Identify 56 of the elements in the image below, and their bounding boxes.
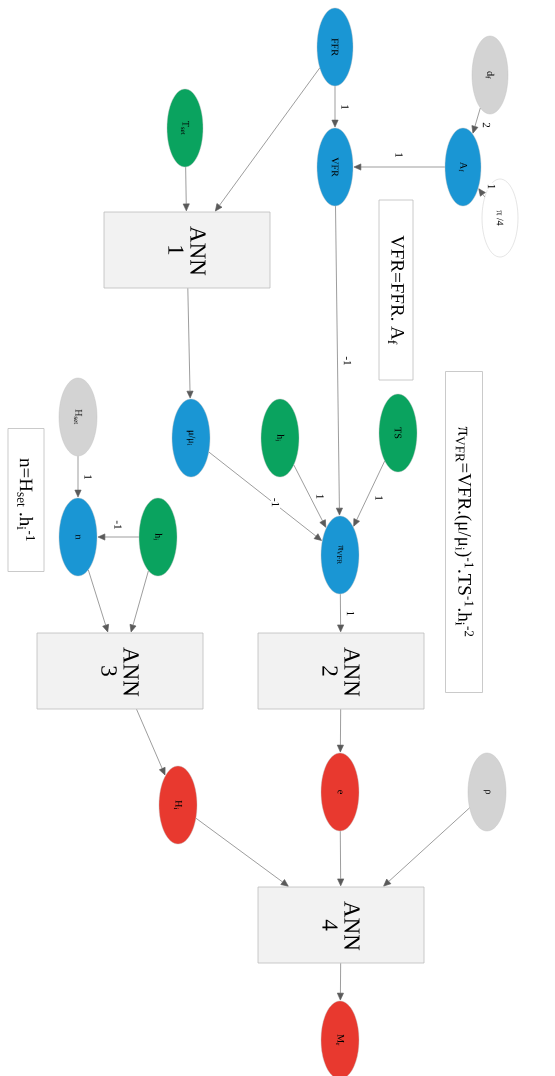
arrow <box>195 818 289 887</box>
arrow <box>337 963 344 1001</box>
arrow <box>136 709 166 776</box>
arrow <box>353 460 385 527</box>
arrow <box>208 451 322 541</box>
ellipse-node: T$_{set}$ <box>166 88 204 168</box>
ellipse-node: VFR <box>316 127 354 207</box>
arrow <box>335 205 343 516</box>
network-box: ANN 2 <box>257 632 425 710</box>
ellipse-node: M$_{r}$ <box>320 1000 360 1076</box>
edge-label: -1 <box>342 355 353 367</box>
arrow <box>337 830 345 887</box>
ellipse-node: d$_{f}$ <box>471 35 509 115</box>
ellipse-node: H$_{set}$ <box>58 377 98 457</box>
ellipse-node: n <box>58 497 98 577</box>
edge-label: 1 <box>486 182 497 191</box>
arrow <box>353 163 446 171</box>
ellipse-node: ρ <box>467 752 507 832</box>
formula-box: n=H$_{set}$ .h$_{i}$-1 <box>7 428 45 572</box>
arrow <box>337 593 345 633</box>
arrow <box>186 288 194 399</box>
edge-label: -1 <box>113 519 123 531</box>
ellipse-node: e <box>320 752 360 832</box>
edge-label: 1 <box>345 609 356 618</box>
arrow <box>478 188 486 198</box>
ellipse-node: h$_{i}$ <box>260 398 300 478</box>
arrow <box>182 166 190 212</box>
ellipse-node: H$_{i}$ <box>158 765 198 845</box>
ellipse-node: μ/μ$_{i}$ <box>171 398 211 478</box>
arrow <box>293 464 327 528</box>
formula-box: π$_{VFR}$=VFR.(μ/μ$_{i}$)$^{-1}$.TS$^{-1}$.h$_{i}$-2 <box>445 371 483 693</box>
ellipse-node: TS <box>378 393 418 473</box>
ellipse-node: π$_{VFR}$ <box>320 515 360 595</box>
network-box: ANN 1 <box>103 211 271 289</box>
ellipse-node: A$_{f}$ <box>444 127 482 207</box>
edge-label: 1 <box>83 473 93 481</box>
arrow <box>74 455 82 498</box>
ellipse-node: h$_{i}$ <box>138 497 178 577</box>
edge-label: 2 <box>481 121 492 129</box>
arrow <box>97 533 140 541</box>
arrow <box>88 569 109 633</box>
arrow <box>336 709 344 753</box>
edge-label: 1 <box>315 492 325 501</box>
edge-label: 1 <box>340 103 350 111</box>
edge-label: 1 <box>374 494 384 502</box>
edge-label: -1 <box>270 496 281 509</box>
arrow <box>471 107 481 134</box>
network-box: ANN 4 <box>257 886 425 964</box>
arrow <box>129 570 149 633</box>
arrow <box>215 67 320 212</box>
arrow <box>383 807 470 887</box>
edge-label: 1 <box>394 151 404 159</box>
ellipse-node: FFR <box>316 7 354 87</box>
arrow <box>331 85 339 128</box>
formula-box: VFR=FFR. A$_{f}$ <box>378 199 414 381</box>
network-box: ANN 3 <box>36 632 204 710</box>
